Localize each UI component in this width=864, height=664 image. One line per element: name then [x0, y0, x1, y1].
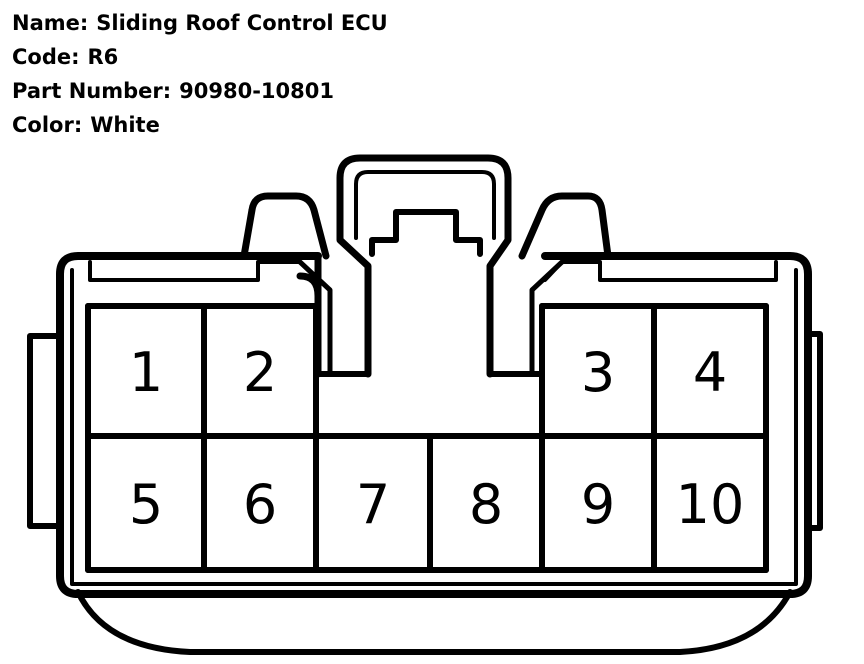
lock-button: [369, 209, 483, 257]
pin-label: 1: [129, 341, 163, 404]
pin-label: 3: [581, 341, 615, 404]
pin-grid: 1 2 3 4 5 6 7 8 9 10: [85, 303, 769, 573]
part-number-value: 90980-10801: [179, 79, 334, 103]
code-value: R6: [87, 45, 119, 69]
pin-label: 10: [676, 473, 745, 536]
name-row: Name: Sliding Roof Control ECU: [12, 6, 388, 40]
pin-label: 2: [243, 341, 277, 404]
pin-label: 4: [693, 341, 727, 404]
left-tab-ramp: [297, 259, 333, 375]
pin-label: 8: [469, 473, 503, 536]
part-number-row: Part Number: 90980-10801: [12, 74, 388, 108]
right-side-latch: [805, 331, 823, 531]
code-row: Code: R6: [12, 40, 388, 74]
housing-inner: [88, 260, 778, 282]
pin-label: 6: [243, 473, 277, 536]
name-value: Sliding Roof Control ECU: [96, 11, 388, 35]
connector-info: Name: Sliding Roof Control ECU Code: R6 Pa…: [12, 6, 388, 142]
left-top-tab: [240, 192, 330, 260]
part-number-label: Part Number:: [12, 79, 172, 103]
right-top-tab: [518, 192, 612, 260]
housing-inner-wall: [70, 268, 798, 586]
name-label: Name:: [12, 11, 89, 35]
color-row: Color: White: [12, 108, 388, 142]
color-label: Color:: [12, 113, 83, 137]
housing-bottom-lip: [75, 589, 793, 655]
code-label: Code:: [12, 45, 80, 69]
lock-lever: [296, 154, 512, 378]
pin-label: 7: [356, 473, 390, 536]
pin-label: 9: [581, 473, 615, 536]
pin-label: 5: [129, 473, 163, 536]
right-tab-ramp: [529, 259, 565, 375]
housing-outer: [56, 252, 812, 598]
color-value: White: [90, 113, 160, 137]
left-side-latch: [27, 333, 63, 529]
lock-lever-inner: [354, 170, 496, 240]
